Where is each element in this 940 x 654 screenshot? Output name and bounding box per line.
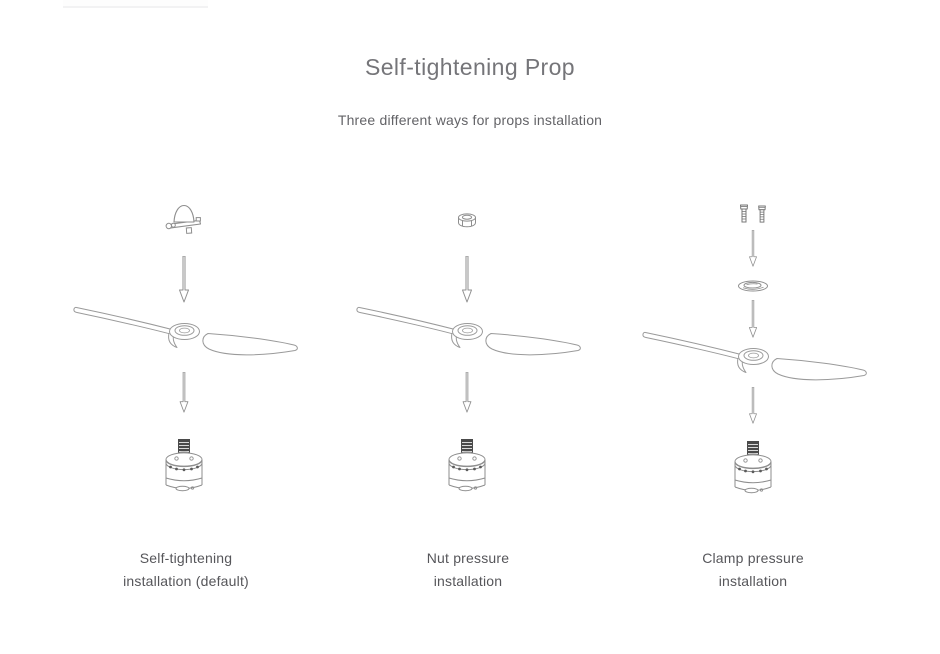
nut-pressure-diagram xyxy=(356,213,581,492)
page-title: Self-tightening Prop xyxy=(364,54,575,80)
clamp-pressure-diagram xyxy=(642,204,867,494)
top-edge-artifact xyxy=(63,0,208,8)
propeller-icon xyxy=(642,331,867,381)
washer-icon xyxy=(738,280,768,292)
arrow-down-icon xyxy=(748,387,758,424)
caption-line: installation xyxy=(433,573,503,589)
propeller-icon xyxy=(73,306,298,356)
propeller-icon xyxy=(356,306,581,356)
screw-icon xyxy=(758,205,766,223)
arrow-down-icon xyxy=(748,230,758,267)
prop-cap-icon xyxy=(165,204,202,234)
caption-line: installation (default) xyxy=(123,573,249,589)
motor-icon xyxy=(734,441,772,494)
arrow-down-icon xyxy=(462,256,472,303)
self-tightening-diagram xyxy=(73,204,298,492)
installation-method-self-tightening: Self-tightening installation (default) xyxy=(56,195,316,593)
installation-method-nut-pressure: Nut pressure installation xyxy=(338,195,598,593)
screw-icon xyxy=(740,204,748,223)
installation-method-clamp-pressure: Clamp pressure installation xyxy=(623,195,883,593)
caption-line: Self-tightening xyxy=(139,550,233,566)
caption-line: installation xyxy=(718,573,788,589)
arrow-down-icon xyxy=(179,256,189,303)
page-subtitle: Three different ways for props installat… xyxy=(337,112,603,128)
arrow-down-icon xyxy=(179,372,189,413)
arrow-down-icon xyxy=(462,372,472,413)
motor-icon xyxy=(448,439,486,492)
nut-icon xyxy=(458,213,476,228)
caption-self-tightening: Self-tightening installation (default) xyxy=(56,547,316,593)
caption-line: Clamp pressure xyxy=(702,550,804,566)
caption-line: Nut pressure xyxy=(426,550,510,566)
motor-icon xyxy=(165,439,203,492)
caption-nut-pressure: Nut pressure installation xyxy=(338,547,598,593)
arrow-down-icon xyxy=(748,300,758,338)
caption-clamp-pressure: Clamp pressure installation xyxy=(623,547,883,593)
